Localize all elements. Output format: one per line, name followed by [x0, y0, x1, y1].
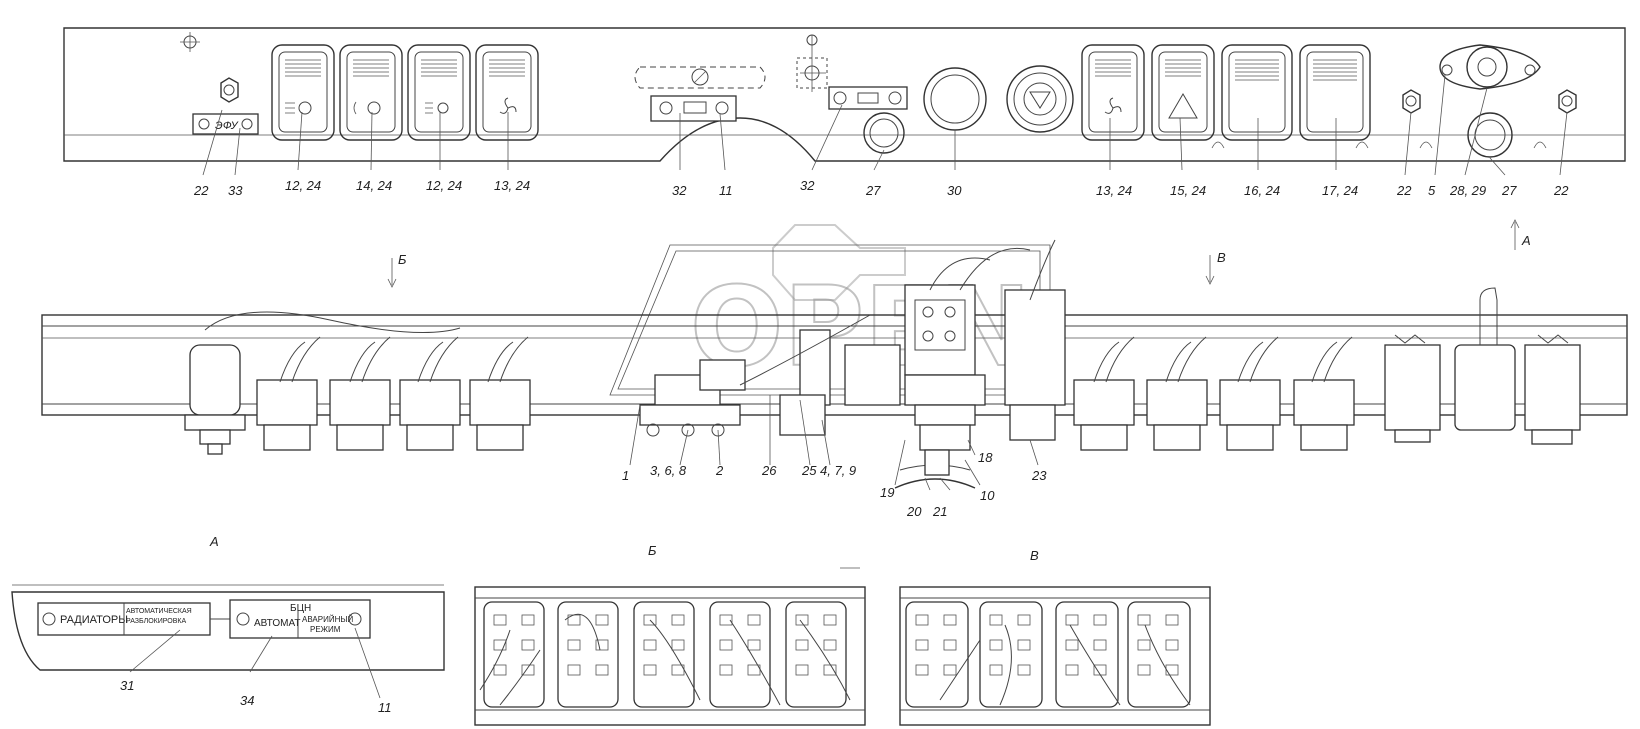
callout-27b: 27 — [1501, 183, 1517, 198]
svg-text:АВТОМАТИЧЕСКАЯ: АВТОМАТИЧЕСКАЯ — [126, 608, 192, 615]
push-button-30[interactable] — [923, 67, 987, 131]
view-v-detail — [899, 586, 1211, 726]
callout-28-29: 28, 29 — [1449, 183, 1486, 198]
svg-text:РАЗБЛОКИРОВКА: РАЗБЛОКИРОВКА — [126, 618, 186, 625]
callout-15-24: 15, 24 — [1170, 183, 1206, 198]
efu-plate — [192, 113, 259, 135]
cylinder-left — [184, 311, 461, 455]
callout-11-a: 11 — [378, 700, 392, 715]
callout-4-7-9: 4, 7, 9 — [820, 463, 856, 478]
callout-32: 32 — [672, 183, 687, 198]
callout-17-24: 17, 24 — [1322, 183, 1358, 198]
rocker-switch-warning[interactable] — [1151, 44, 1215, 141]
connector-blocks-left — [256, 336, 531, 451]
rocker-switch-fan-right[interactable] — [1081, 44, 1145, 141]
efu-plate-text: ЭФУ — [215, 120, 239, 132]
side-view: 1 3, 6, 8 2 26 25 4, 7, 9 19 20 21 10 18… — [41, 239, 1628, 519]
callout-12-24: 12, 24 — [285, 178, 321, 193]
callout-19: 19 — [880, 485, 894, 500]
callout-16-24: 16, 24 — [1244, 183, 1280, 198]
parking-light-icon — [425, 102, 449, 114]
view-arrow-b: Б — [387, 252, 407, 288]
svg-text:АВТОМАТ: АВТОМАТ — [254, 618, 300, 629]
callout-31: 31 — [120, 678, 134, 693]
rocker-switch-fog-light[interactable] — [339, 44, 403, 141]
nut-22-right — [1402, 89, 1421, 114]
indicator-lamp-27 — [863, 112, 905, 154]
callout-18: 18 — [978, 450, 993, 465]
svg-text:В: В — [1217, 250, 1226, 265]
callout-20: 20 — [906, 504, 922, 519]
rocker-switch-parking-light[interactable] — [407, 44, 471, 141]
callout-22c: 22 — [1553, 183, 1569, 198]
callout-12-24b: 12, 24 — [426, 178, 462, 193]
callout-3-6-8: 3, 6, 8 — [650, 463, 687, 478]
rocker-switch-16[interactable] — [1221, 44, 1293, 141]
callout-30: 30 — [947, 183, 962, 198]
view-b-detail — [474, 586, 866, 726]
crosshair-mark — [796, 34, 828, 92]
front-panel-view: ЭФУ — [63, 27, 1626, 198]
efu-nut — [220, 77, 239, 103]
rocker-switch-fan-left[interactable] — [475, 44, 539, 141]
fog-light-icon — [353, 101, 381, 115]
callout-5: 5 — [1428, 183, 1436, 198]
fuse-holder-32 — [650, 95, 737, 122]
callout-22: 22 — [193, 183, 209, 198]
rocker-switch-headlight[interactable] — [271, 44, 335, 141]
svg-text:БЦН: БЦН — [290, 603, 311, 614]
flange-lamp-28 — [1439, 44, 1541, 90]
fan-icon — [499, 97, 517, 114]
svg-text:АВАРИЙНЫЙ: АВАРИЙНЫЙ — [302, 615, 353, 624]
view-a-detail: РАДИАТОРЫ АВТОМАТИЧЕСКАЯ РАЗБЛОКИРОВКА А… — [11, 584, 445, 715]
view-arrow-v: В — [1205, 250, 1226, 285]
svg-text:Б: Б — [398, 252, 407, 267]
callout-32b: 32 — [800, 178, 815, 193]
callout-13-24b: 13, 24 — [1096, 183, 1132, 198]
callout-33: 33 — [228, 183, 243, 198]
callout-10: 10 — [980, 488, 995, 503]
callout-25: 25 — [801, 463, 817, 478]
top-leader-lines — [202, 74, 1568, 176]
svg-text:А: А — [1521, 233, 1531, 248]
callout-2: 2 — [715, 463, 724, 478]
svg-text:РЕЖИМ: РЕЖИМ — [310, 625, 341, 634]
connector-blocks-right — [1073, 336, 1355, 451]
central-mechanism — [639, 239, 1066, 489]
headlight-icon — [285, 101, 312, 115]
callout-23: 23 — [1031, 468, 1047, 483]
plate-bcn — [229, 599, 371, 639]
callout-34: 34 — [240, 693, 254, 708]
svg-text:РАДИАТОРЫ: РАДИАТОРЫ — [60, 614, 128, 626]
callout-26: 26 — [761, 463, 777, 478]
callout-1: 1 — [622, 468, 629, 483]
hazard-button[interactable] — [1006, 65, 1074, 133]
callout-14-24: 14, 24 — [356, 178, 392, 193]
cylinders-right — [1384, 287, 1581, 445]
fuse-holder-32b — [828, 86, 908, 110]
callout-11: 11 — [719, 183, 733, 198]
callout-22b: 22 — [1396, 183, 1412, 198]
callout-13-24: 13, 24 — [494, 178, 530, 193]
view-title-v: В — [1030, 548, 1039, 563]
callout-21: 21 — [932, 504, 947, 519]
view-arrow-a: А — [1510, 219, 1531, 250]
dashed-mount-bracket — [634, 66, 766, 89]
nut-22-far-right — [1558, 89, 1577, 114]
rocker-switch-17[interactable] — [1299, 44, 1371, 141]
view-title-a: А — [209, 534, 219, 549]
mount-hole-mark — [180, 32, 200, 52]
callout-27: 27 — [865, 183, 881, 198]
view-title-b: Б — [648, 543, 657, 558]
side-leader-lines — [629, 395, 1039, 491]
